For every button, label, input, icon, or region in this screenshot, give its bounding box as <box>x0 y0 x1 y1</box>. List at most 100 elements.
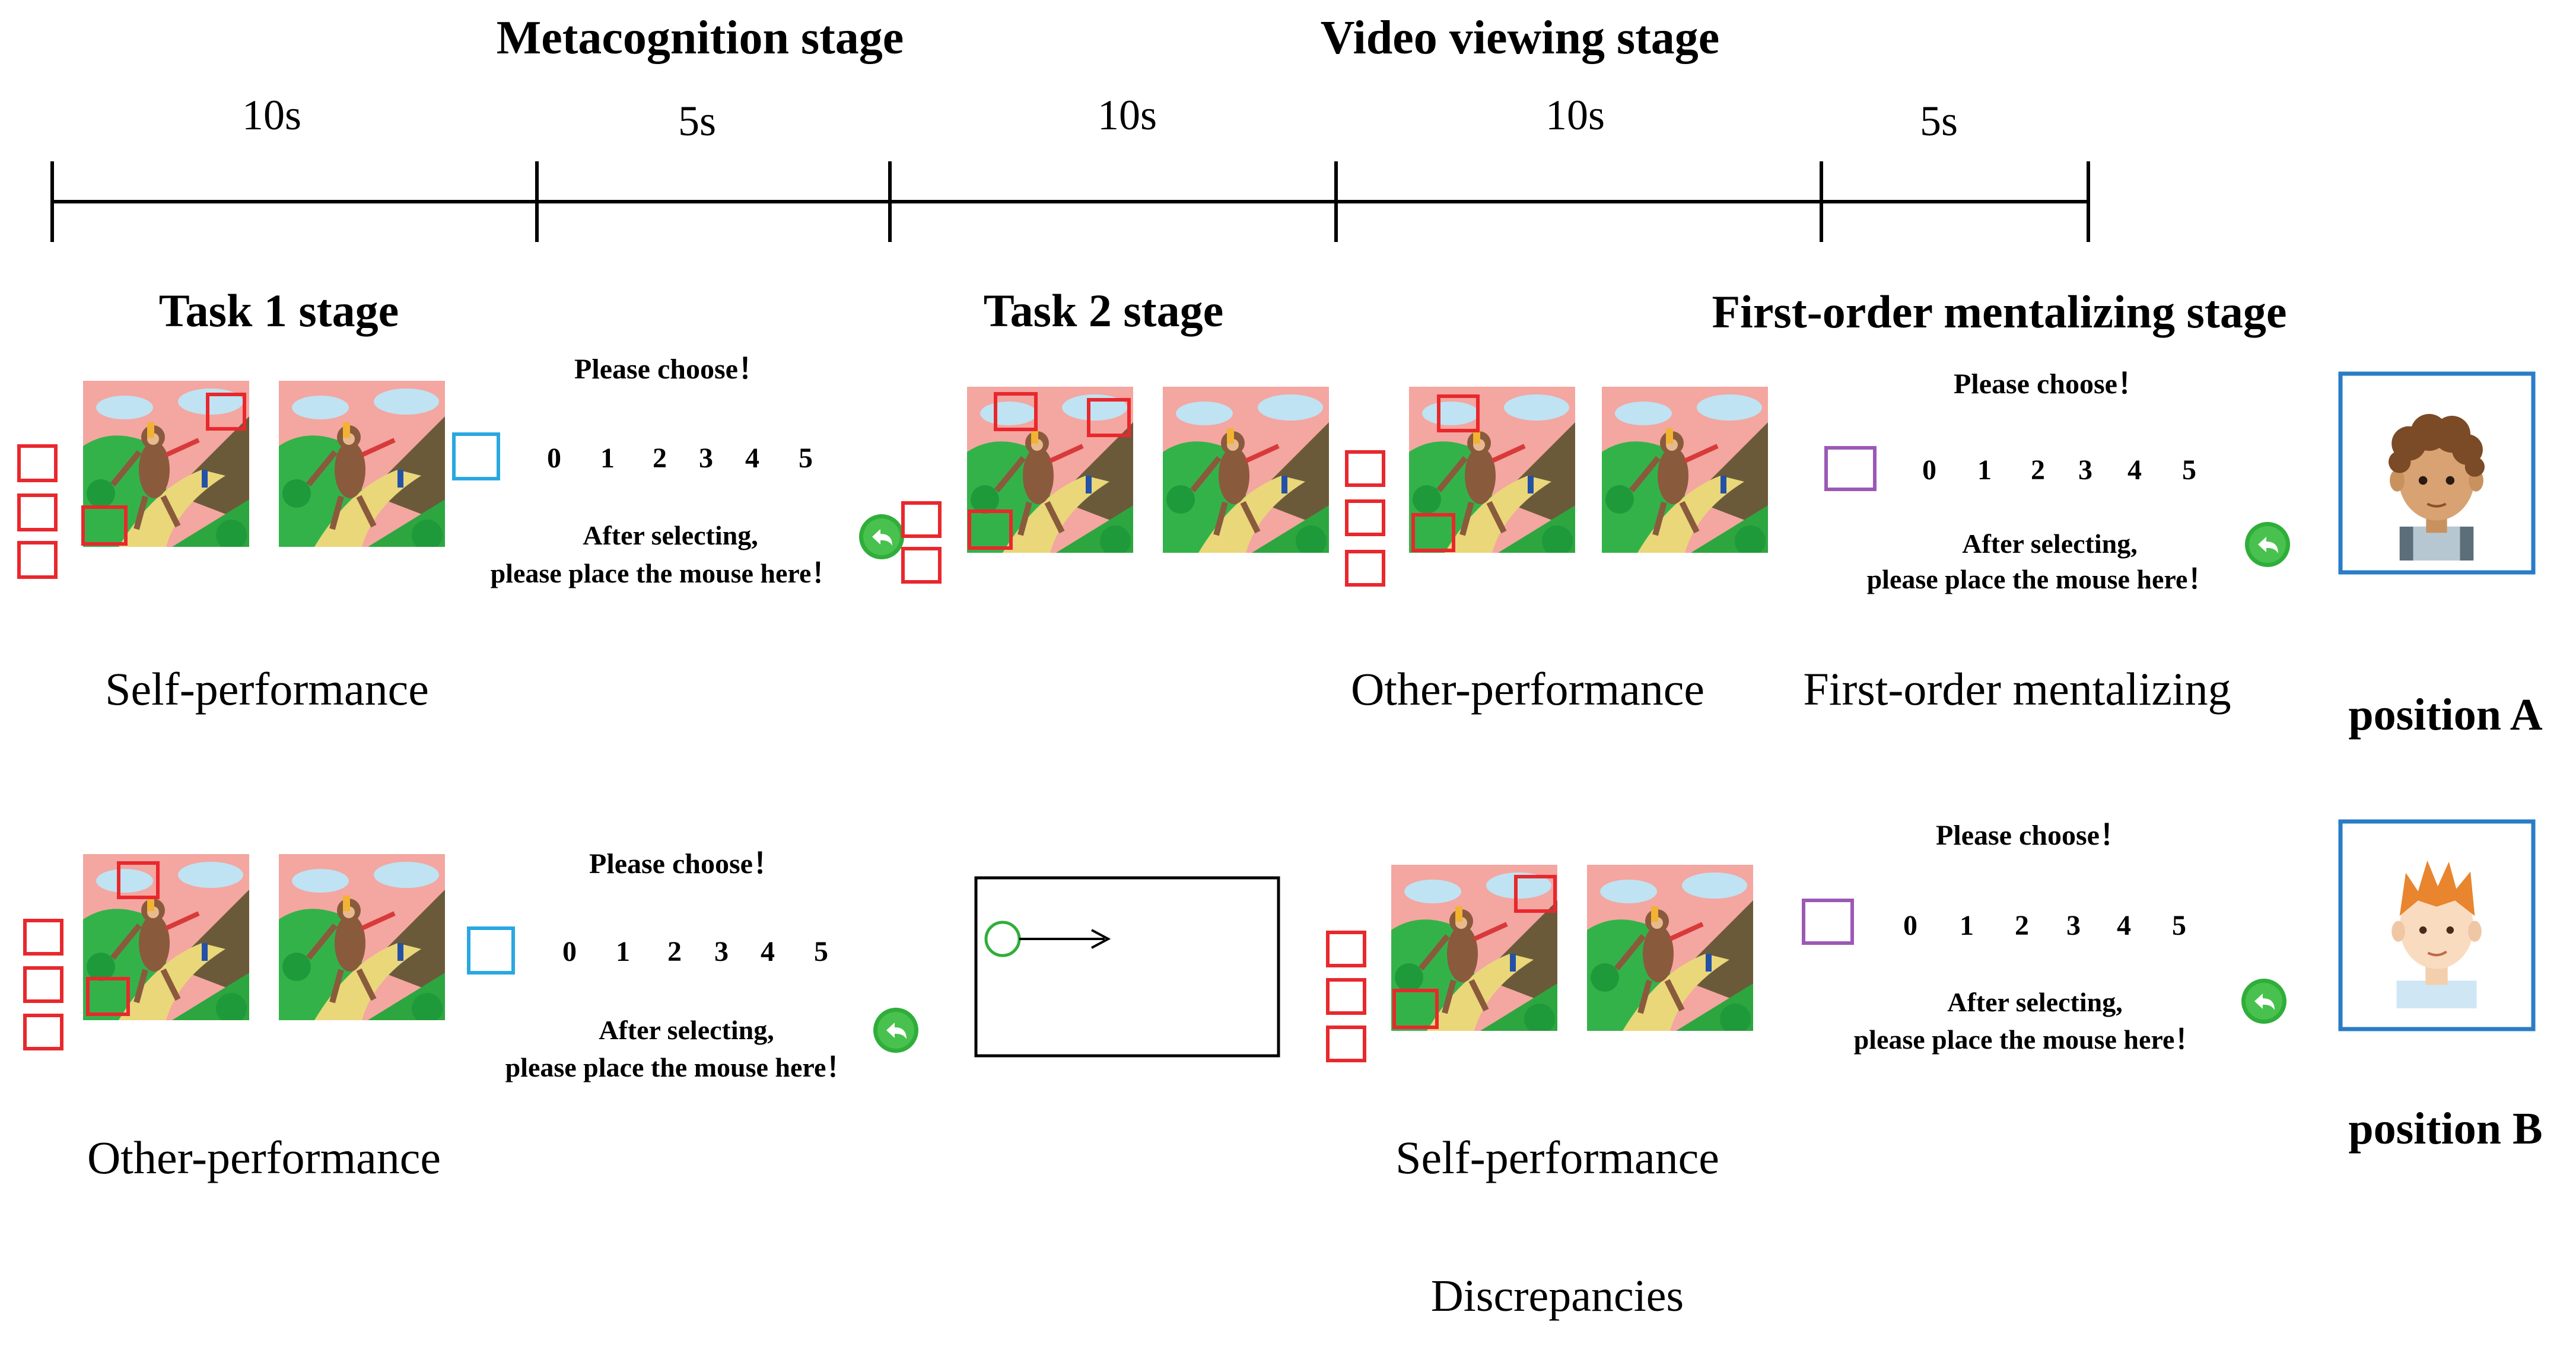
rating-option[interactable]: 4 <box>2117 910 2131 941</box>
game-scene-image <box>83 854 249 1024</box>
rating-option[interactable]: 4 <box>2127 454 2142 486</box>
marker-box <box>1411 513 1455 552</box>
purple-answer-box[interactable] <box>1802 899 1854 945</box>
rating-option[interactable]: 3 <box>2078 454 2092 486</box>
self-performance-label: Self-performance <box>105 663 429 715</box>
rating-option[interactable]: 4 <box>745 442 759 474</box>
marker-box <box>86 977 130 1016</box>
rating-panel: Please choose！ 0 1 2 3 4 5 After selecti… <box>1867 368 2215 594</box>
rating-instruction: please place the mouse here！ <box>491 558 839 588</box>
duration-label: 10s <box>1545 91 1605 139</box>
position-b-label: position B <box>2348 1104 2542 1154</box>
marker-box <box>1514 875 1557 913</box>
rating-prompt: Please choose！ <box>574 354 767 385</box>
rating-option[interactable]: 2 <box>2031 454 2045 486</box>
first-order-stage-title: First-order mentalizing stage <box>1712 286 2287 337</box>
arrow-head-icon <box>1091 929 1111 949</box>
purple-answer-box[interactable] <box>1824 446 1877 491</box>
rating-option[interactable]: 5 <box>799 442 813 474</box>
rating-option[interactable]: 0 <box>547 442 561 474</box>
video-viewing-stage-title: Video viewing stage <box>1321 12 1720 64</box>
rating-option[interactable]: 2 <box>2015 910 2029 941</box>
discrepancies-label: Discrepancies <box>1431 1271 1684 1321</box>
rating-option[interactable]: 2 <box>653 442 667 474</box>
rating-instruction: After selecting, <box>1947 987 2122 1017</box>
game-scene-image <box>1602 387 1768 556</box>
marker-box <box>901 501 942 538</box>
marker-box <box>1345 450 1385 487</box>
task1-row1-scenes <box>17 381 500 579</box>
duration-label: 10s <box>242 91 301 139</box>
rating-prompt: Please choose！ <box>1954 368 2146 400</box>
marker-box <box>1437 394 1480 432</box>
rating-option[interactable]: 3 <box>2066 910 2081 941</box>
rating-option[interactable]: 5 <box>814 936 828 967</box>
back-button-icon[interactable] <box>873 1008 918 1053</box>
game-scene-image <box>1391 865 1557 1034</box>
video-row1-scenes <box>1345 387 1768 587</box>
duration-label: 10s <box>1098 91 1157 139</box>
metacognition-stage-title: Metacognition stage <box>497 12 904 64</box>
video-row2-scenes <box>1326 865 1753 1062</box>
marker-box <box>17 541 58 579</box>
rating-prompt: Please choose！ <box>589 848 781 880</box>
rating-instruction: please place the mouse here！ <box>1854 1024 2202 1055</box>
marker-box <box>81 505 128 546</box>
position-a-label: position A <box>2348 690 2542 740</box>
rating-option[interactable]: 2 <box>667 936 682 967</box>
rating-instruction: please place the mouse here！ <box>505 1052 854 1082</box>
marker-box <box>1326 931 1366 967</box>
back-button-icon[interactable] <box>2241 979 2286 1024</box>
task2-row1-scenes <box>901 387 1329 584</box>
task1-stage-title: Task 1 stage <box>159 285 399 336</box>
marker-box <box>1087 398 1131 437</box>
rating-panel: Please choose！ 0 1 2 3 4 5 After selecti… <box>505 848 854 1082</box>
marker-box <box>23 1014 63 1050</box>
discrepancy-panel <box>974 876 1280 1058</box>
rating-option[interactable]: 1 <box>1977 454 1992 486</box>
rating-option[interactable]: 0 <box>1922 454 1936 486</box>
duration-label: 5s <box>1920 97 1958 145</box>
marker-box <box>1326 978 1366 1015</box>
marker-box <box>17 493 58 531</box>
discrepancy-frame <box>974 876 1280 1058</box>
rating-panel: Please choose！ 0 1 2 3 4 5 After selecti… <box>491 354 839 588</box>
game-scene-image <box>1409 387 1575 556</box>
rating-option[interactable]: 0 <box>562 936 577 967</box>
rating-instruction: After selecting, <box>1962 528 2137 559</box>
marker-box <box>17 444 58 482</box>
rating-option[interactable]: 1 <box>600 442 615 474</box>
game-scene-image <box>279 381 445 550</box>
game-scene-image <box>967 387 1133 556</box>
rating-option[interactable]: 1 <box>616 936 630 967</box>
back-button-icon[interactable] <box>2245 522 2290 567</box>
rating-option[interactable]: 0 <box>1903 910 1917 941</box>
rating-option[interactable]: 3 <box>714 936 729 967</box>
task1-row2-scenes <box>23 854 515 1050</box>
rating-instruction: please place the mouse here！ <box>1867 564 2215 594</box>
game-scene-image <box>279 854 445 1024</box>
rating-option[interactable]: 1 <box>1960 910 1974 941</box>
rating-panel: Please choose！ 0 1 2 3 4 5 After selecti… <box>1854 820 2202 1055</box>
rating-option[interactable]: 5 <box>2172 910 2186 941</box>
game-scene-image <box>1163 387 1329 556</box>
cyan-answer-box[interactable] <box>452 432 500 480</box>
rating-option[interactable]: 4 <box>761 936 775 967</box>
rating-option[interactable]: 3 <box>699 442 713 474</box>
marker-box <box>1345 550 1385 587</box>
marker-box <box>23 919 63 956</box>
self-performance-label: Self-performance <box>1395 1132 1719 1183</box>
marker-box <box>1326 1026 1366 1062</box>
duration-label: 5s <box>678 97 716 145</box>
marker-box <box>23 966 63 1003</box>
cyan-answer-box[interactable] <box>467 926 515 975</box>
back-button-icon[interactable] <box>859 514 904 559</box>
avatar <box>2389 414 2485 561</box>
other-performance-label: Other-performance <box>87 1132 441 1183</box>
rating-option[interactable]: 5 <box>2182 454 2196 486</box>
marker-box <box>901 547 942 584</box>
game-scene-image <box>83 381 249 550</box>
timeline: 10s 5s 10s 10s 5s <box>50 91 2090 242</box>
marker-box <box>1392 989 1439 1029</box>
